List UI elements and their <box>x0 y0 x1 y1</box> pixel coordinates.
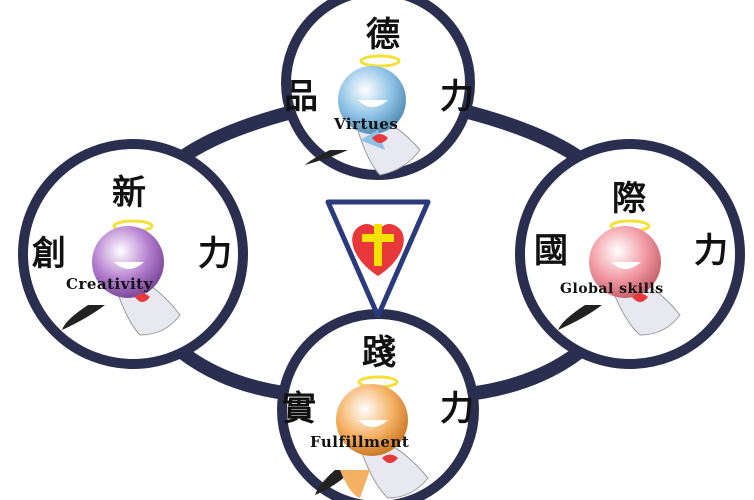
angel-figure-global <box>558 226 681 336</box>
node-fulfillment: 踐 實 力 Fulfillment <box>277 309 479 500</box>
node-virtues-left-char: 品 <box>284 77 318 117</box>
node-virtues-right-char: 力 <box>440 77 474 117</box>
node-virtues: 德 品 力 Virtues <box>281 0 475 180</box>
node-fulfillment-top-char: 踐 <box>362 333 396 373</box>
node-global-label: Global skills <box>560 281 664 297</box>
cross-icon <box>362 224 394 266</box>
angel-figure-fulfillment <box>315 384 429 499</box>
node-global-right-char: 力 <box>694 231 728 271</box>
node-global-left-char: 國 <box>534 231 568 271</box>
node-global-skills: 際 國 力 Global skills <box>515 139 745 369</box>
halo-icon <box>359 54 401 68</box>
node-global-top-char: 際 <box>612 179 646 219</box>
node-fulfillment-right-char: 力 <box>440 389 474 429</box>
angel-figure-virtues <box>305 66 421 176</box>
node-creativity: 新 創 力 Creativity <box>18 139 248 369</box>
connector-ring <box>143 103 619 402</box>
node-virtues-label: Virtues <box>333 115 398 133</box>
node-creativity-label: Creativity <box>66 275 154 293</box>
node-fulfillment-left-char: 實 <box>282 389 316 429</box>
node-creativity-top-char: 新 <box>112 173 146 213</box>
node-creativity-right-char: 力 <box>198 234 232 274</box>
node-virtues-top-char: 德 <box>366 15 400 55</box>
center-emblem <box>325 199 431 319</box>
node-fulfillment-label: Fulfillment <box>310 433 409 451</box>
angel-figure-creativity <box>62 226 181 336</box>
node-creativity-left-char: 創 <box>32 234 66 274</box>
